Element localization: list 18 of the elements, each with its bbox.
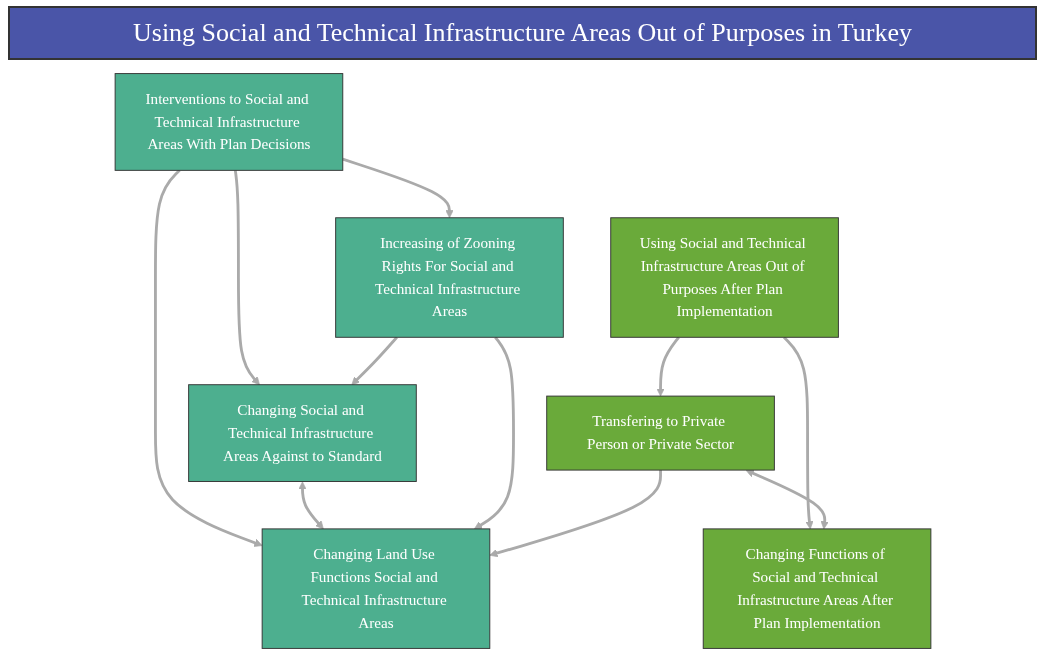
node-box: Transfering to Private Person or Private Sector: [545, 395, 775, 471]
node-box: Using Social and Technical Infrastructure Areas Out of Purposes After Plan Implementation: [609, 217, 839, 338]
arrow: [341, 157, 454, 219]
arrow: [233, 170, 260, 386]
node-box: Increasing of Zooning Rights For Social and Technical Infrastructure Areas: [334, 217, 564, 338]
node-box: Changing Functions of Social and Technical Infrastructure Areas After Plan Implementation: [702, 528, 931, 649]
node-box: Interventions to Social and Technical Infrastructure Areas With Plan Decisions: [114, 73, 343, 171]
arrow: [745, 469, 829, 530]
arrow: [153, 169, 263, 547]
node-box: Changing Land Use Functions Social and Technical Infrastructure Areas: [261, 528, 490, 649]
arrow: [782, 336, 814, 530]
arrow: [655, 336, 680, 397]
node-box: Changing Social and Technical Infrastructure Areas Against to Standard: [187, 384, 417, 482]
arrow: [488, 470, 662, 558]
arrow: [473, 336, 515, 530]
arrow: [297, 481, 324, 530]
title-banner: Using Social and Technical Infrastructure Areas Out of Purposes in Turkey: [8, 6, 1037, 60]
arrow: [350, 336, 398, 386]
